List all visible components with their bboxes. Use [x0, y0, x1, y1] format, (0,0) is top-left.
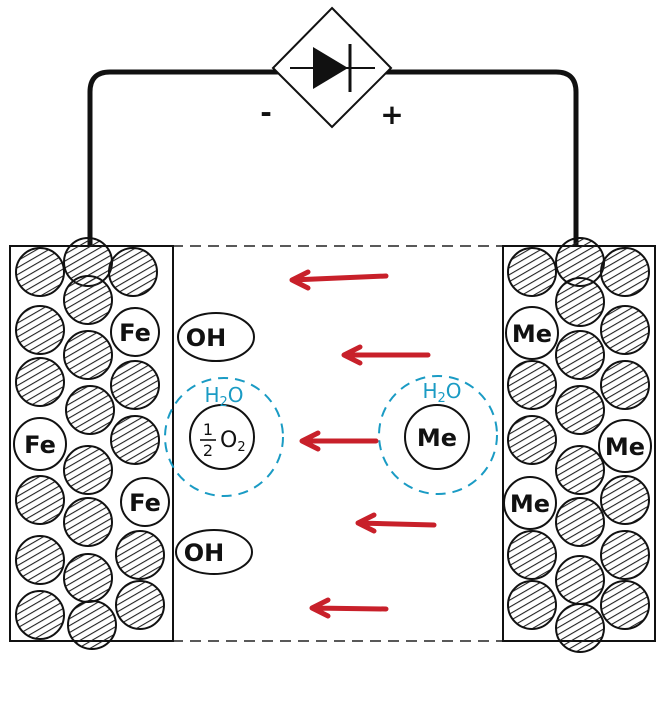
me-atom: Me — [503, 476, 557, 530]
hydroxide-ion-top: OH — [177, 312, 255, 362]
me-label: Me — [605, 433, 645, 461]
hatched-particle — [555, 497, 605, 547]
hatched-particle — [507, 360, 557, 410]
hatched-particle — [507, 415, 557, 465]
water-shell-label: H2O — [204, 383, 243, 410]
hatched-particle — [555, 330, 605, 380]
hatched-particle — [110, 360, 160, 410]
left-iron-electrode — [9, 237, 174, 650]
fe-atom: Fe — [110, 307, 160, 357]
hatched-particle — [115, 580, 165, 630]
fe-label: Fe — [129, 489, 161, 517]
migration-arrow — [309, 597, 389, 619]
me-label: Me — [512, 320, 552, 348]
hatched-particle — [600, 305, 650, 355]
hatched-particle — [63, 445, 113, 495]
hydroxide-label: OH — [184, 539, 225, 567]
migration-arrow — [289, 269, 389, 291]
hatched-particle — [65, 385, 115, 435]
half-denominator: 2 — [203, 441, 213, 460]
fe-label: Fe — [119, 319, 151, 347]
metal-ion-label: Me — [417, 424, 457, 452]
circuit-wire — [87, 69, 579, 251]
hatched-particle — [555, 277, 605, 327]
me-atom: Me — [598, 419, 652, 473]
right-metal-electrode — [502, 237, 656, 653]
hatched-particle — [67, 600, 117, 650]
hydroxide-ion-bottom: OH — [175, 529, 253, 575]
hatched-particle — [15, 535, 65, 585]
hatched-particle — [63, 275, 113, 325]
hatched-particle — [108, 247, 158, 297]
fe-atom: Fe — [120, 477, 170, 527]
me-label: Me — [510, 490, 550, 518]
ion-migration-arrows — [289, 269, 437, 619]
hydroxide-label: OH — [186, 324, 227, 352]
hatched-particle — [600, 475, 650, 525]
migration-arrow — [341, 344, 431, 366]
hatched-particle — [555, 555, 605, 605]
hatched-particle — [63, 497, 113, 547]
hatched-particle — [115, 530, 165, 580]
hatched-particle — [63, 330, 113, 380]
half-numerator: 1 — [203, 420, 213, 439]
negative-terminal-label: - — [260, 96, 272, 129]
hatched-particle — [507, 247, 557, 297]
water-shell-label: H2O — [422, 379, 461, 406]
me-atom: Me — [505, 306, 559, 360]
hatched-particle — [555, 385, 605, 435]
hatched-particle — [600, 580, 650, 630]
hatched-particle — [507, 530, 557, 580]
hydrated-metal-ion: H2O Me — [378, 375, 498, 495]
hatched-particle — [555, 603, 605, 653]
oxygen-symbol: O2 — [220, 428, 246, 455]
migration-arrow — [355, 512, 437, 534]
hatched-particle — [63, 553, 113, 603]
fe-label: Fe — [24, 431, 56, 459]
hatched-particle — [600, 247, 650, 297]
hatched-particle — [110, 415, 160, 465]
hatched-particle — [15, 590, 65, 640]
hatched-particle — [507, 580, 557, 630]
hatched-particle — [600, 360, 650, 410]
hatched-particle — [15, 305, 65, 355]
hatched-particle — [555, 445, 605, 495]
hatched-particle — [15, 357, 65, 407]
hatched-particle — [15, 247, 65, 297]
hatched-particle — [15, 475, 65, 525]
migration-arrow — [299, 430, 379, 452]
positive-terminal-label: + — [380, 98, 403, 131]
fe-atom: Fe — [13, 417, 67, 471]
dc-source-diode-symbol — [271, 6, 393, 129]
hatched-particle — [600, 530, 650, 580]
hydrated-oxygen: H2O 1 2 O2 — [164, 377, 284, 497]
